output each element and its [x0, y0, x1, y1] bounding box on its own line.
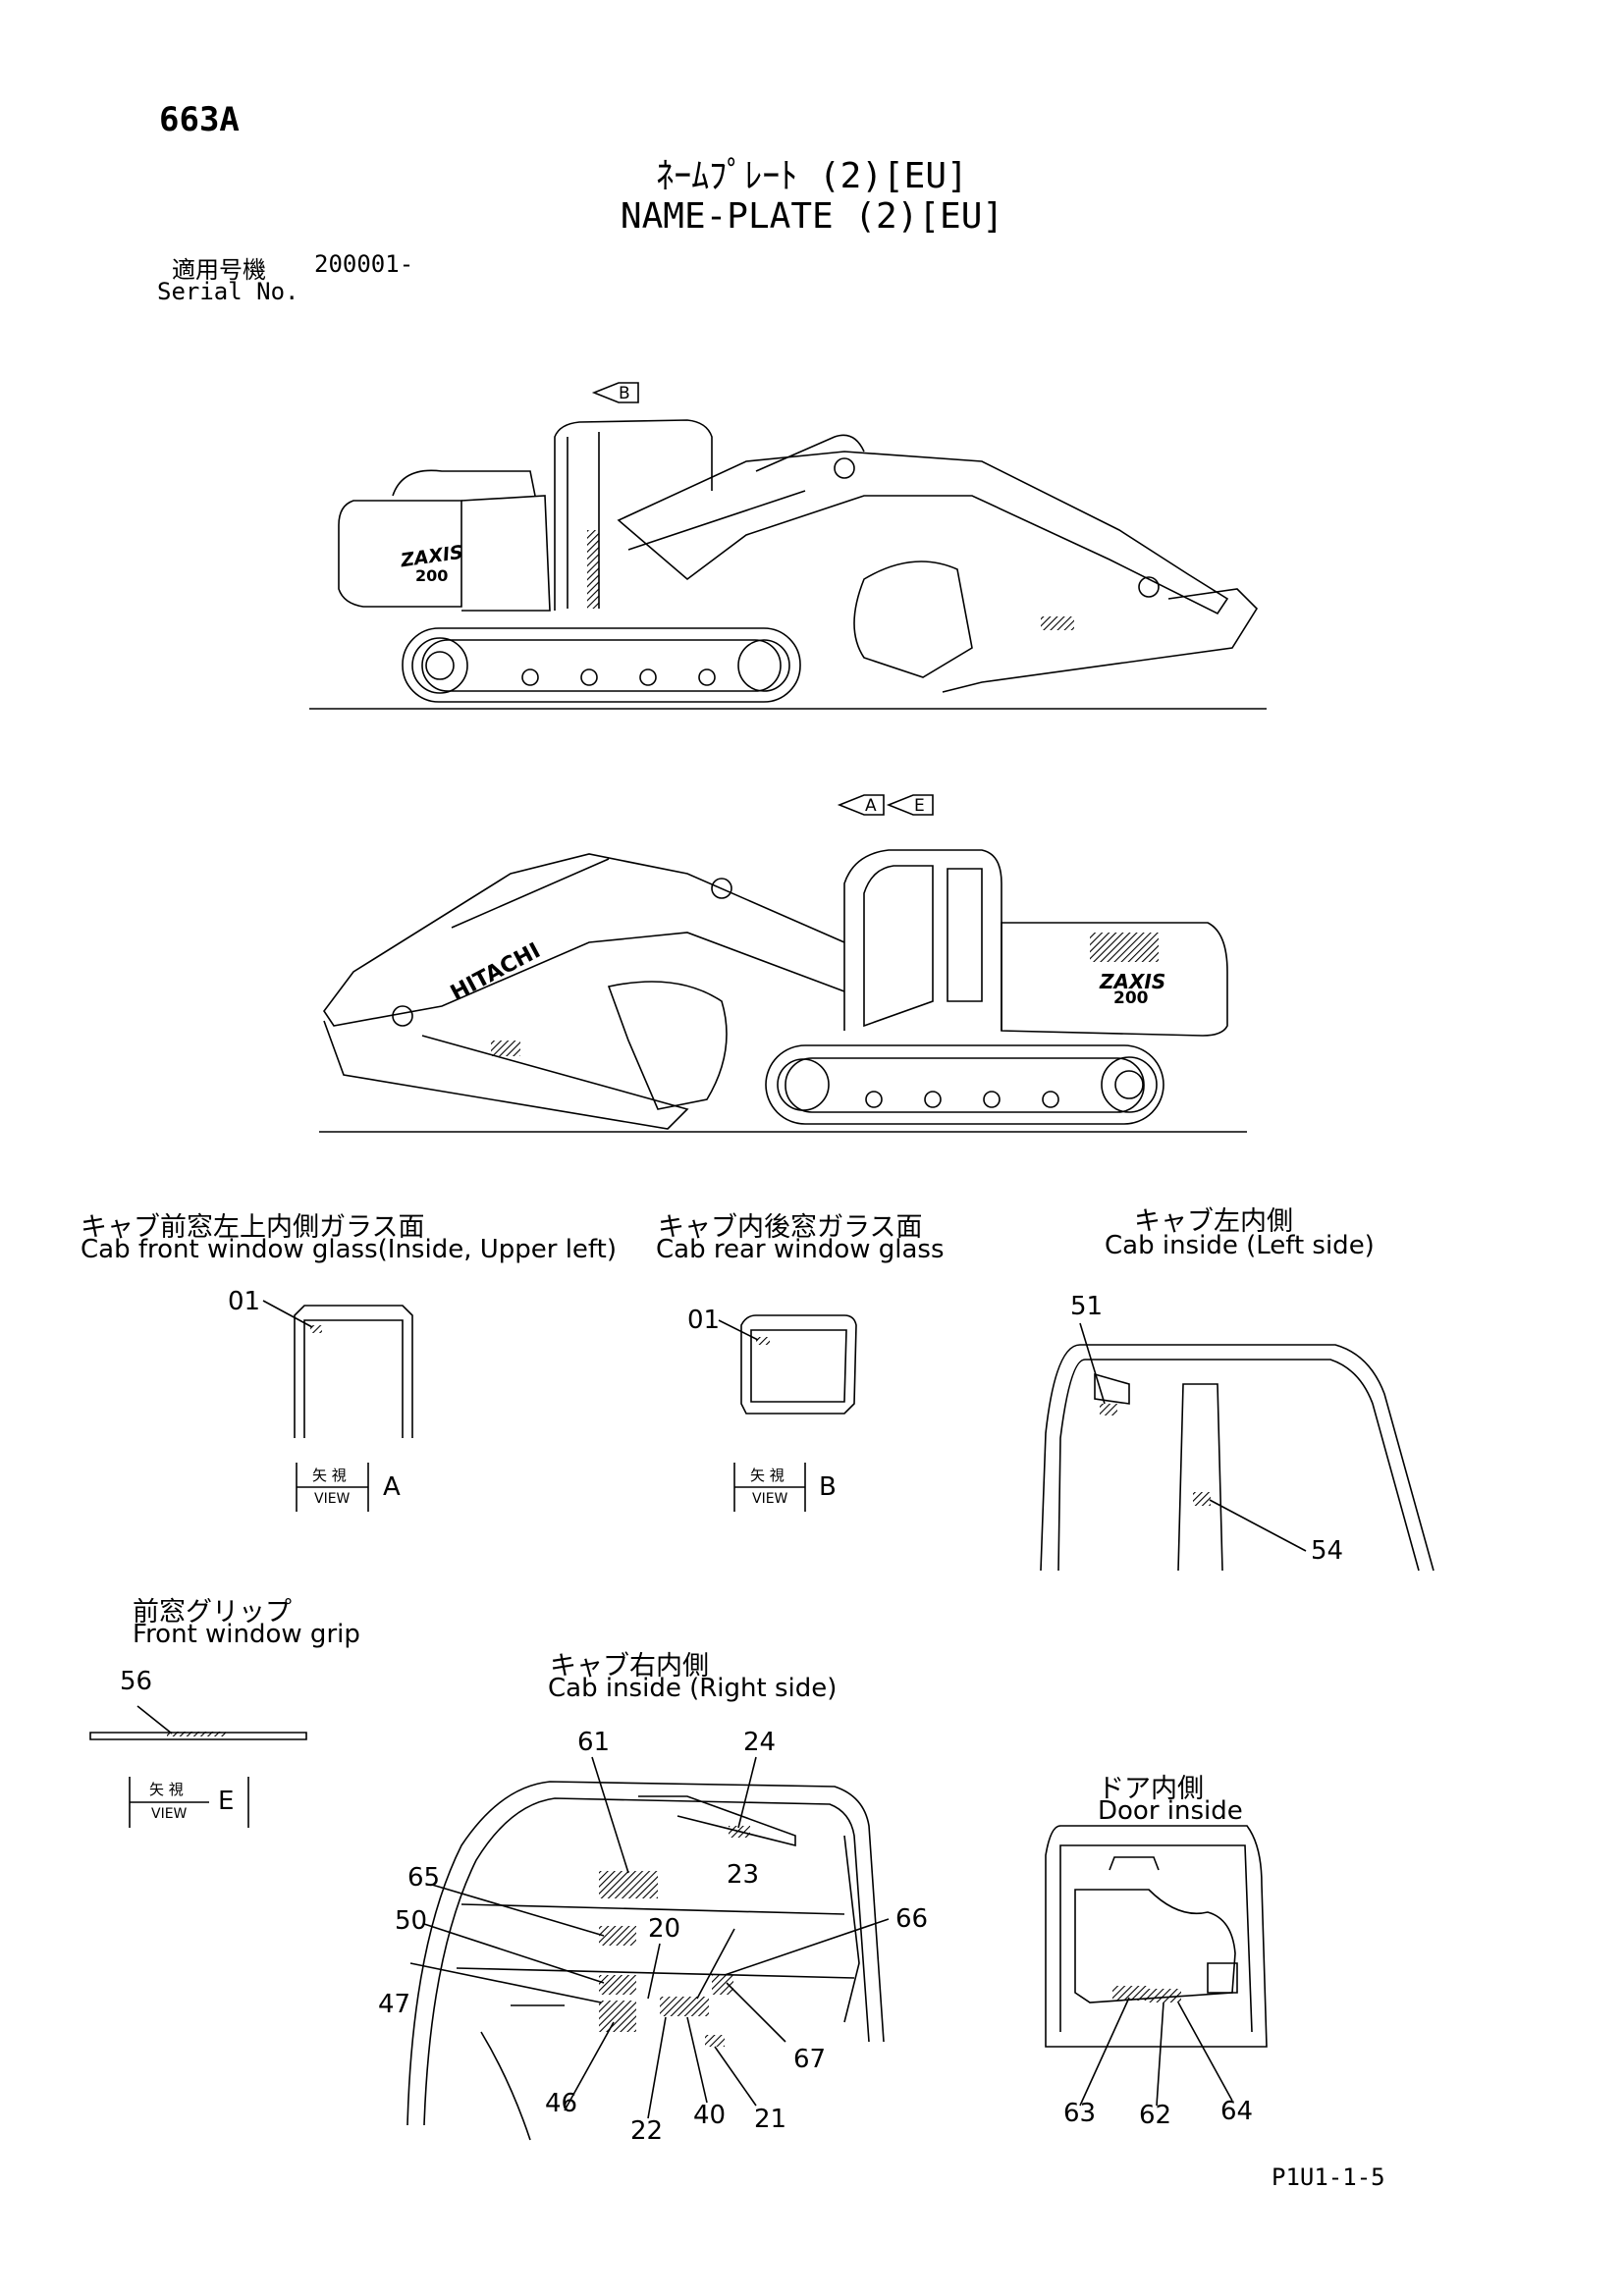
cab-right-inside-drawing [407, 1757, 889, 2140]
model-number-mark-top: 200 [415, 566, 449, 585]
view-a-letter: A [383, 1472, 401, 1502]
callout-64: 64 [1220, 2097, 1254, 2126]
callout-61: 61 [577, 1728, 611, 1757]
grip-caption-ja: 前窓グリップ [133, 1597, 292, 1628]
callout-20: 20 [648, 1914, 681, 1944]
model-number-mark-bottom: 200 [1113, 988, 1149, 1008]
view-e-kanji: 矢 視 [149, 1781, 184, 1798]
view-flag-e: E [914, 796, 925, 816]
view-flag-b: B [619, 384, 630, 403]
callout-01-front: 01 [228, 1287, 261, 1316]
callout-47: 47 [378, 1990, 411, 2019]
view-b-kanji: 矢 視 [750, 1467, 785, 1484]
view-a-kanji: 矢 視 [312, 1467, 347, 1484]
model-word-mark-bottom: ZAXIS [1100, 970, 1166, 993]
callout-67: 67 [793, 2045, 827, 2074]
cab-rear-caption-ja: キャブ内後窓ガラス面 [658, 1212, 923, 1243]
cab-rear-window-drawing [719, 1315, 856, 1512]
callout-50: 50 [395, 1906, 428, 1936]
serial-label-japanese: 適用号機 [172, 256, 266, 284]
front-window-grip-drawing [90, 1706, 306, 1828]
grip-caption-en: Front window grip [133, 1620, 360, 1649]
door-caption-en: Door inside [1098, 1796, 1243, 1826]
callout-22: 22 [630, 2116, 664, 2146]
callout-66: 66 [895, 1904, 929, 1934]
excavator-side-view-top [309, 383, 1267, 709]
page-code: 663A [159, 100, 240, 139]
callout-65: 65 [407, 1863, 441, 1893]
cab-front-caption-ja: キャブ前窓左上内側ガラス面 [81, 1212, 425, 1243]
title-japanese: ﾈｰﾑﾌﾟﾚｰﾄ (2)[EU] [656, 156, 968, 196]
cab-left-caption-en: Cab inside (Left side) [1105, 1231, 1375, 1260]
callout-01-rear: 01 [687, 1306, 721, 1335]
view-a-word: VIEW [314, 1491, 351, 1507]
cab-rear-caption-en: Cab rear window glass [656, 1235, 945, 1264]
cab-right-caption-en: Cab inside (Right side) [548, 1674, 838, 1703]
view-b-letter: B [819, 1472, 837, 1502]
callout-24: 24 [743, 1728, 777, 1757]
cab-right-caption-ja: キャブ右内側 [550, 1651, 709, 1682]
serial-label-english: Serial No. [157, 278, 299, 305]
footer-code: P1U1-1-5 [1272, 2163, 1385, 2191]
view-e-letter: E [218, 1787, 235, 1816]
callout-21: 21 [754, 2105, 787, 2134]
title-english: NAME-PLATE (2)[EU] [620, 196, 1004, 237]
callout-63: 63 [1063, 2099, 1097, 2128]
callout-51: 51 [1070, 1292, 1104, 1321]
view-flag-a: A [865, 796, 877, 816]
callout-46: 46 [545, 2089, 578, 2118]
callout-40: 40 [693, 2101, 727, 2130]
excavator-side-view-bottom [319, 795, 1247, 1132]
callout-23: 23 [727, 1860, 760, 1890]
cab-front-window-drawing [263, 1301, 412, 1512]
cab-left-inside-drawing [1041, 1323, 1434, 1571]
callout-56: 56 [120, 1667, 153, 1696]
door-inside-drawing [1046, 1826, 1267, 2106]
view-b-word: VIEW [752, 1491, 788, 1507]
cab-left-caption-ja: キャブ左内側 [1134, 1206, 1293, 1237]
callout-62: 62 [1139, 2101, 1172, 2130]
callout-54: 54 [1311, 1536, 1344, 1566]
view-e-word: VIEW [151, 1806, 188, 1822]
serial-range: 200001- [314, 250, 414, 278]
door-caption-ja: ドア内側 [1098, 1774, 1204, 1804]
cab-front-caption-en: Cab front window glass(Inside, Upper lef… [81, 1235, 617, 1264]
